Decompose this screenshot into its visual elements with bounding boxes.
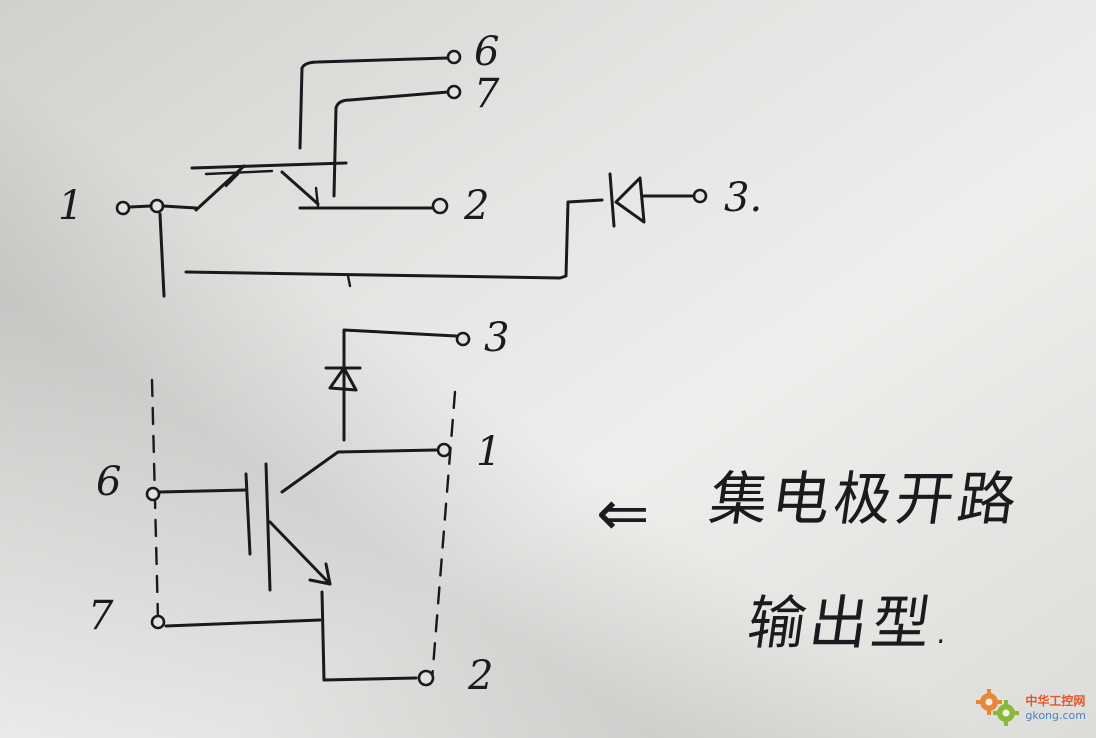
return-loop-tick <box>346 274 352 288</box>
pin-label-2-bottom: 2 <box>468 653 494 699</box>
gears-icon <box>976 689 1020 726</box>
right-contact <box>280 170 320 206</box>
annotation-arrow: ⇐ <box>596 477 650 551</box>
terminal-3-bottom <box>455 331 471 347</box>
pin-label-6-bottom: 6 <box>96 459 122 505</box>
right-dashed-rail <box>430 390 457 682</box>
watermark-brand: 中华工控网 <box>1025 694 1086 708</box>
pin-label-7-top: 7 <box>474 71 500 117</box>
pin-label-1-bottom: 1 <box>476 429 502 475</box>
gkong-watermark: 中华工控网 gkong.com <box>975 688 1086 726</box>
collector-lead <box>280 448 438 494</box>
contact-bar <box>190 161 348 170</box>
pin-label-3-top: 3. <box>724 175 763 221</box>
emitter <box>268 520 332 586</box>
annotation-line-1: 集电极开路 <box>705 465 1025 533</box>
switch-blade <box>194 164 246 212</box>
terminal-1-top-b <box>149 198 165 214</box>
pin-label-1-top: 1 <box>58 183 84 229</box>
diode-bar <box>608 172 616 228</box>
transistor-body <box>264 462 272 592</box>
right-contact-stub <box>314 186 320 208</box>
pin-label-7-bottom: 7 <box>88 593 114 639</box>
terminal-6-top <box>446 49 462 65</box>
switch-blade-2 <box>224 172 240 188</box>
terminal-2-top <box>431 197 449 215</box>
terminal-1-top <box>115 200 131 216</box>
terminal-6-bottom <box>145 486 161 502</box>
terminal-1-bottom <box>436 442 452 458</box>
pin-label-3-bottom: 3 <box>484 315 510 361</box>
top-circuit <box>115 49 708 298</box>
terminal-2-bottom <box>417 669 435 687</box>
pin-label-2-top: 2 <box>464 183 490 229</box>
lead-7-bottom <box>164 618 322 628</box>
pin-label-6-top: 6 <box>474 29 500 75</box>
lead-1 <box>128 204 198 210</box>
terminal-3-top <box>692 188 708 204</box>
terminal-7-top <box>446 84 462 100</box>
bottom-circuit <box>145 328 471 687</box>
lead-6 <box>298 56 450 150</box>
return-loop <box>158 198 604 298</box>
annotation-line-2: 输出型. <box>743 589 962 657</box>
emitter-arrow <box>308 562 332 586</box>
base-lead <box>158 488 248 494</box>
diode-bottom <box>324 366 362 392</box>
base-plate <box>244 472 252 556</box>
lead-3-bottom <box>342 328 458 442</box>
emitter-lead <box>320 590 418 682</box>
terminal-7-bottom <box>150 614 166 630</box>
lead-7 <box>332 90 450 198</box>
diode-triangle <box>614 176 646 224</box>
watermark-url: gkong.com <box>1025 709 1086 722</box>
